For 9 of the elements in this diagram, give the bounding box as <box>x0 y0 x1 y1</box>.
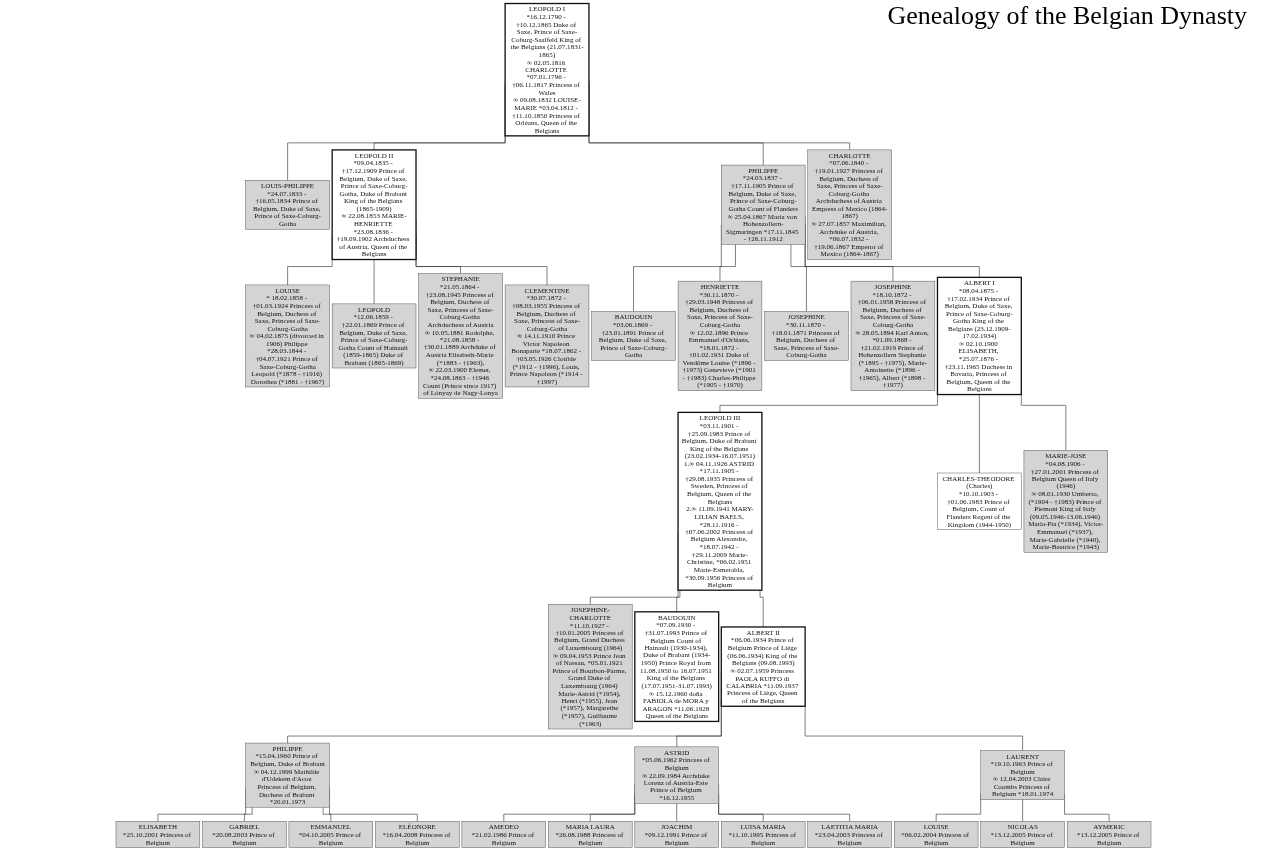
connector <box>244 806 253 822</box>
diagram-title: Genealogy of the Belgian Dynasty <box>887 2 1247 31</box>
connector <box>719 244 736 282</box>
connector <box>676 589 681 613</box>
connector <box>790 244 807 312</box>
connector <box>373 259 375 305</box>
connector <box>979 394 980 474</box>
connector <box>759 589 764 628</box>
connector <box>322 806 332 822</box>
